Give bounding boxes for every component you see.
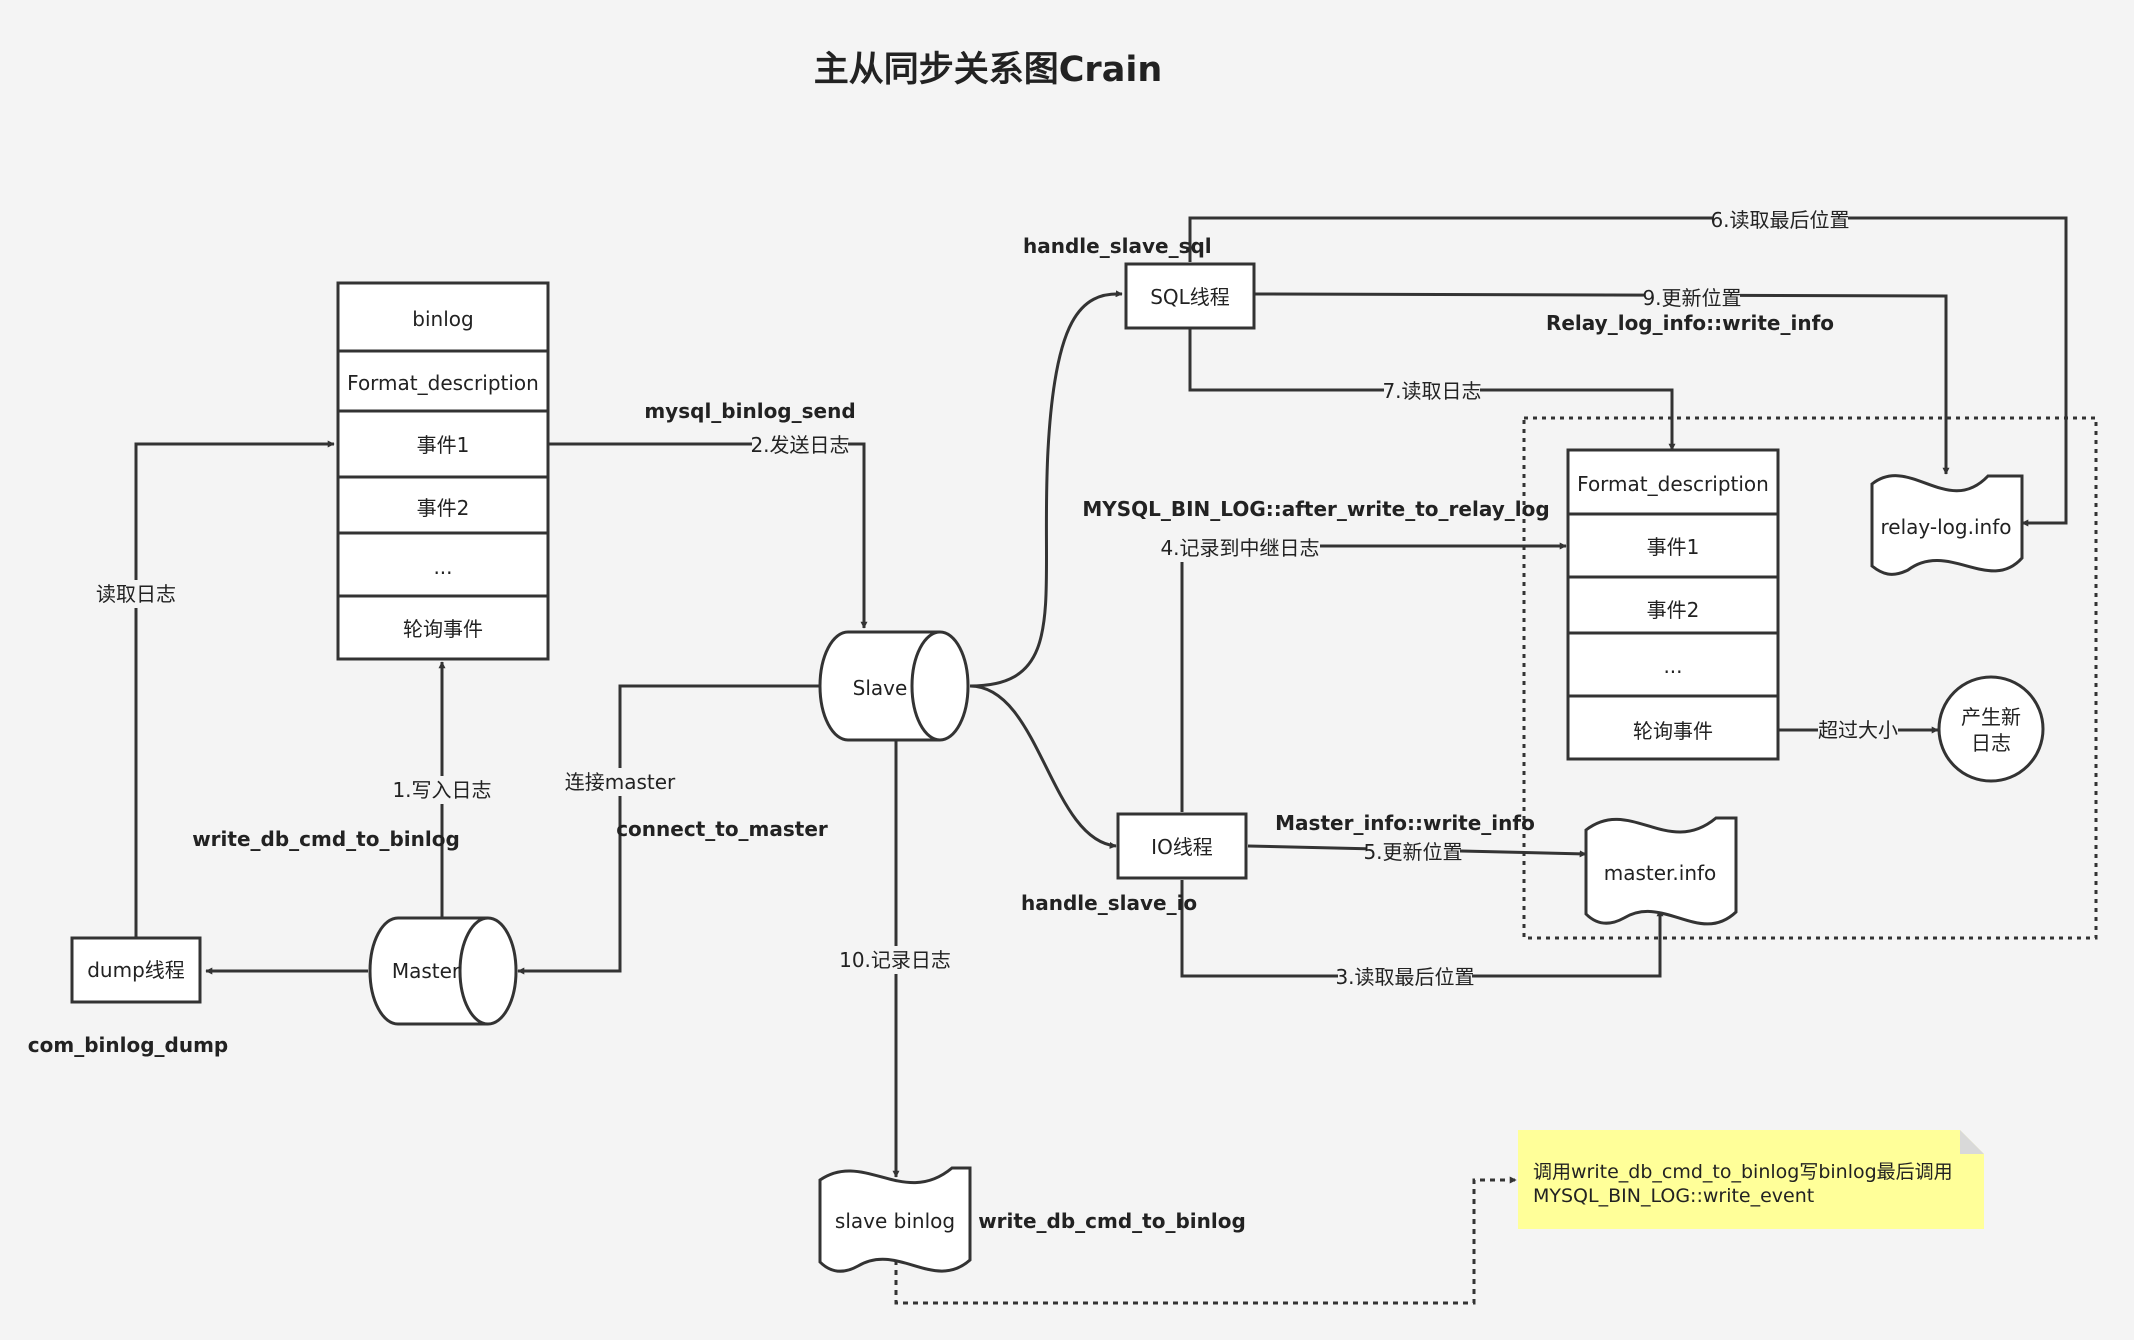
sql-thread-node: SQL线程 xyxy=(1124,262,1256,330)
binlog-item: ... xyxy=(433,555,452,579)
fn-handle-slave-io: handle_slave_io xyxy=(1021,891,1197,915)
relay-item: 事件2 xyxy=(1647,598,1700,622)
relay-item: Format_description xyxy=(1577,472,1769,496)
label-read-log: 读取日志 xyxy=(96,582,176,606)
fn-after-write-to-relay-log: MYSQL_BIN_LOG::after_write_to_relay_log xyxy=(1082,497,1549,521)
relay-log-container xyxy=(1522,416,2098,940)
fn-write-db-cmd-bottom: write_db_cmd_to_binlog xyxy=(978,1209,1246,1233)
page-title: 主从同步关系图Crain xyxy=(814,50,1162,90)
label-exceed-size: 超过大小 xyxy=(1818,718,1898,742)
binlog-item: 轮询事件 xyxy=(403,617,483,641)
label-update-pos-9: 9.更新位置 xyxy=(1642,286,1741,310)
svg-text:IO线程: IO线程 xyxy=(1151,835,1213,859)
edge-send-log xyxy=(548,442,868,629)
edge-record-relay xyxy=(1180,542,1567,812)
svg-text:master.info: master.info xyxy=(1604,861,1717,885)
label-read-last-pos-6: 6.读取最后位置 xyxy=(1710,208,1849,232)
svg-text:SQL线程: SQL线程 xyxy=(1150,285,1230,309)
binlog-item: binlog xyxy=(412,307,473,331)
fn-com-binlog-dump: com_binlog_dump xyxy=(28,1033,228,1057)
new-log-node: 产生新 日志 xyxy=(1937,675,2045,783)
relay-log-info-node: relay-log.info xyxy=(1870,474,2024,576)
slave-binlog-node: slave binlog xyxy=(818,1166,972,1273)
label-write-log: 1.写入日志 xyxy=(392,778,491,802)
svg-text:产生新: 产生新 xyxy=(1961,705,2021,729)
relay-log-stack: Format_description 事件1 事件2 ... 轮询事件 xyxy=(1566,448,1780,761)
fn-relay-write-info: Relay_log_info::write_info xyxy=(1546,311,1834,335)
label-update-pos-5: 5.更新位置 xyxy=(1363,840,1462,864)
svg-text:Master: Master xyxy=(392,959,461,983)
edge-note-link xyxy=(894,1176,1517,1305)
svg-text:dump线程: dump线程 xyxy=(87,958,185,982)
edge-connect-master xyxy=(517,684,822,975)
label-send-log: 2.发送日志 xyxy=(750,433,849,457)
fn-master-write-info: Master_info::write_info xyxy=(1275,811,1535,835)
fn-handle-slave-sql: handle_slave_sql xyxy=(1023,234,1212,258)
svg-text:slave binlog: slave binlog xyxy=(835,1209,955,1233)
label-record-log-10: 10.记录日志 xyxy=(839,948,951,972)
svg-text:relay-log.info: relay-log.info xyxy=(1881,515,2012,539)
label-read-log-7: 7.读取日志 xyxy=(1382,379,1481,403)
edge-slave-to-sql xyxy=(969,290,1123,688)
binlog-item: 事件1 xyxy=(417,433,470,457)
slave-node: Slave xyxy=(818,630,970,742)
relay-item: 事件1 xyxy=(1647,535,1700,559)
function-labels: handle_slave_sql mysql_binlog_send Relay… xyxy=(28,234,1834,1233)
edge-slave-to-io xyxy=(969,684,1117,849)
label-connect-master: 连接master xyxy=(565,770,676,794)
master-node: Master xyxy=(368,916,518,1026)
fn-mysql-binlog-send: mysql_binlog_send xyxy=(644,399,855,423)
fn-write-db-cmd-left: write_db_cmd_to_binlog xyxy=(192,827,460,851)
master-info-node: master.info xyxy=(1584,816,1738,926)
note-line-2: MYSQL_BIN_LOG::write_event xyxy=(1533,1185,1814,1207)
sticky-note: 调用write_db_cmd_to_binlog写binlog最后调用 MYSQ… xyxy=(1518,1130,1984,1229)
label-read-last-pos-3: 3.读取最后位置 xyxy=(1335,965,1474,989)
fn-connect-to-master: connect_to_master xyxy=(616,817,828,841)
relay-item: ... xyxy=(1663,654,1682,678)
note-line-1: 调用write_db_cmd_to_binlog写binlog最后调用 xyxy=(1533,1161,1953,1183)
binlog-item: Format_description xyxy=(347,371,539,395)
edge-read-last-pos-6 xyxy=(1188,216,2068,527)
edge-update-pos-9 xyxy=(1253,292,1950,475)
edge-labels: 读取日志 1.写入日志 2.发送日志 连接master 3.读取最后位置 4.记… xyxy=(92,206,1898,991)
label-record-relay: 4.记录到中继日志 xyxy=(1160,536,1319,560)
binlog-item: 事件2 xyxy=(417,496,470,520)
io-thread-node: IO线程 xyxy=(1116,812,1248,880)
svg-text:Slave: Slave xyxy=(853,676,908,700)
svg-text:日志: 日志 xyxy=(1971,731,2011,755)
dump-thread-node: dump线程 xyxy=(70,936,202,1004)
binlog-stack: binlog Format_description 事件1 事件2 ... 轮询… xyxy=(336,281,550,661)
relay-item: 轮询事件 xyxy=(1633,719,1713,743)
edge-read-log xyxy=(134,440,335,938)
